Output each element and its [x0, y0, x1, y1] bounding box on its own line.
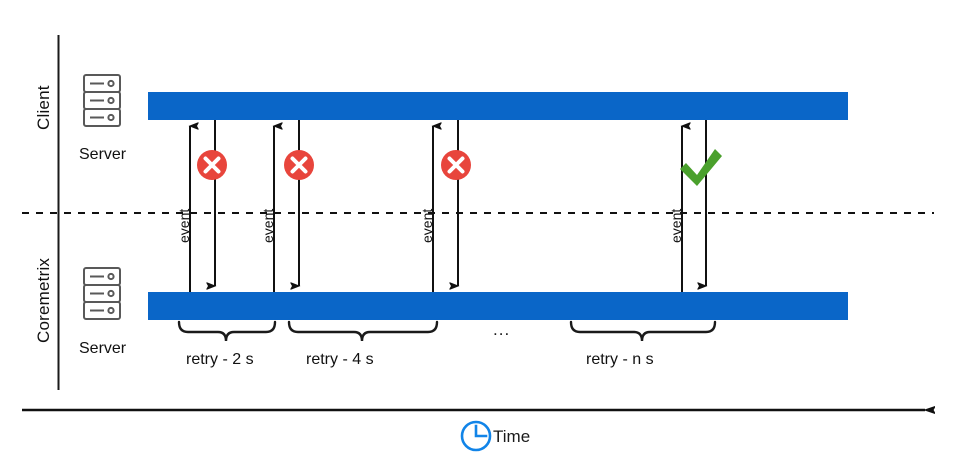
- clock-icon: [460, 420, 492, 452]
- server-caption-client: Server: [79, 146, 127, 163]
- retry-label-2: retry - 4 s: [306, 351, 374, 368]
- server-icon: [83, 74, 121, 127]
- coremetrix-lifeline-bar: [148, 292, 848, 320]
- error-circle-x-icon: [284, 150, 314, 180]
- event-label-4: event: [668, 208, 684, 243]
- server-caption-coremetrix: Server: [79, 340, 127, 357]
- time-axis-label: Time: [493, 427, 531, 446]
- lane-title-client: Client: [34, 85, 53, 130]
- success-check-icon: [680, 149, 722, 186]
- event-label-3: event: [419, 208, 435, 243]
- event-label-1: event: [176, 208, 192, 243]
- server-icon: [83, 267, 121, 320]
- retry-brace-3: [569, 320, 717, 342]
- retry-ellipsis: ...: [493, 320, 511, 339]
- error-circle-x-icon: [441, 150, 471, 180]
- event-arrow-2: [274, 120, 299, 292]
- lane-title-coremetrix: Coremetrix: [34, 257, 53, 343]
- event-arrow-3: [433, 120, 458, 292]
- retry-label-3: retry - n s: [586, 351, 654, 368]
- event-arrow-4: [682, 120, 706, 292]
- event-arrow-1: [190, 120, 215, 292]
- retry-brace-1: [177, 320, 277, 342]
- event-label-2: event: [260, 208, 276, 243]
- retry-label-1: retry - 2 s: [186, 351, 254, 368]
- error-circle-x-icon: [197, 150, 227, 180]
- client-lifeline-bar: [148, 92, 848, 120]
- retry-brace-2: [287, 320, 439, 342]
